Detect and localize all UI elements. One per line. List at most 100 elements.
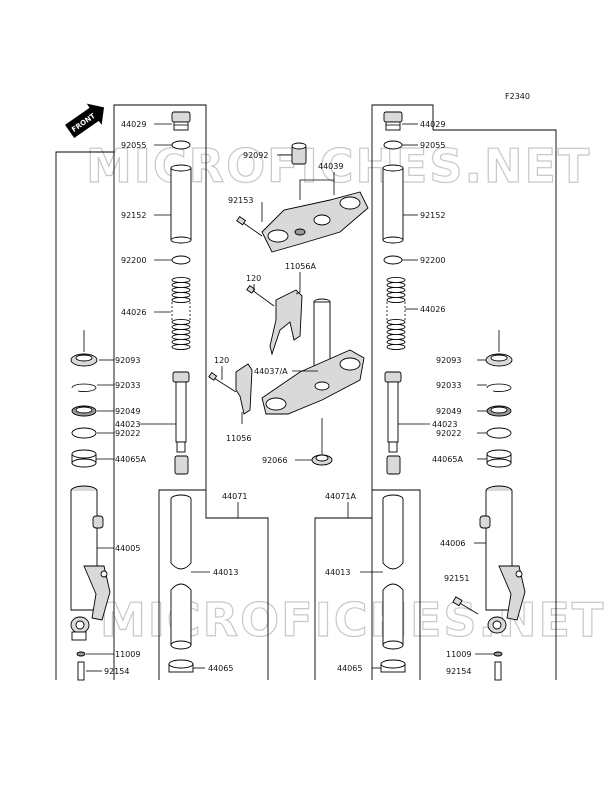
spring-coil <box>171 276 191 284</box>
callout-92093-right: 92093 <box>436 356 461 365</box>
slide-bushing-left <box>168 659 194 673</box>
inner-tube-right <box>382 494 404 650</box>
callout-11056A: 11056A <box>285 262 316 271</box>
callout-44065A-right: 44065A <box>432 455 463 464</box>
callout-44065-left: 44065 <box>208 664 233 673</box>
callout-92154-right: 92154 <box>446 667 471 676</box>
oil-seal-left <box>71 405 97 417</box>
o-ring-right <box>383 140 403 150</box>
o-ring-left <box>171 140 191 150</box>
callout-92092: 92092 <box>243 151 268 160</box>
fork-spring-left <box>171 276 191 351</box>
callout-44039: 44039 <box>318 162 343 171</box>
washer-left <box>171 255 191 265</box>
callout-44065-right: 44065 <box>337 664 362 673</box>
callout-labels: 44029 92055 92152 92200 44026 92093 9203… <box>104 120 471 676</box>
spring-coil <box>386 333 406 341</box>
spring-coil <box>386 338 406 346</box>
left-fork-frame <box>113 104 269 680</box>
right-fork-frame <box>371 104 434 680</box>
upper-fork-bracket <box>261 191 369 253</box>
watermark-top: MICROFICHES.NET <box>86 139 591 193</box>
fork-cap-bolt-left <box>171 111 191 131</box>
callout-92055-right: 92055 <box>420 141 445 150</box>
spring-coil <box>386 281 406 289</box>
callout-11056: 11056 <box>226 434 251 443</box>
callout-44023-left: 44023 <box>115 420 140 429</box>
callout-44071: 44071 <box>222 492 247 501</box>
callout-44026-right: 44026 <box>420 305 445 314</box>
spring-coil <box>386 291 406 299</box>
callout-44026-left: 44026 <box>121 308 146 317</box>
spring-coil <box>171 343 191 351</box>
bracket-11056A <box>269 289 303 356</box>
collar <box>291 142 307 165</box>
callout-11009-left: 11009 <box>115 650 140 659</box>
guide-bushing-right <box>486 449 512 468</box>
slide-bushing-right <box>380 659 406 673</box>
spring-coil <box>171 281 191 289</box>
front-direction-icon: FRONT <box>65 103 105 139</box>
spring-coil <box>171 286 191 294</box>
callout-44071A: 44071A <box>325 492 356 501</box>
spring-coil <box>386 276 406 284</box>
snap-ring-left <box>71 383 97 392</box>
callout-92033-left: 92033 <box>115 381 140 390</box>
drain-gasket-left <box>76 651 86 681</box>
spring-coil <box>171 338 191 346</box>
spring-coil <box>386 296 406 304</box>
spring-coil <box>171 328 191 336</box>
spacer-tube-left <box>170 164 192 244</box>
spring-coil <box>171 323 191 331</box>
callout-92049-left: 92049 <box>115 407 140 416</box>
seal-washer-right <box>486 427 512 439</box>
spring-coil <box>171 333 191 341</box>
spring-coil <box>386 343 406 351</box>
callout-120-upper: 120 <box>246 274 261 283</box>
spring-coil <box>171 291 191 299</box>
stem-nut <box>311 454 333 466</box>
spacer-tube-right <box>382 164 404 244</box>
dust-seal-left <box>70 353 98 367</box>
callout-44013-right: 44013 <box>325 568 350 577</box>
callout-92055-left: 92055 <box>121 141 146 150</box>
callout-44037A: 44037/A <box>254 367 288 376</box>
callout-92152-left: 92152 <box>121 211 146 220</box>
guide-bushing-left <box>71 449 97 468</box>
caliper-bolt-92151 <box>452 596 479 615</box>
callout-44029-right: 44029 <box>420 120 445 129</box>
callout-92049-right: 92049 <box>436 407 461 416</box>
callout-44006: 44006 <box>440 539 465 548</box>
spring-coil <box>171 296 191 304</box>
leader-lines <box>86 123 494 672</box>
outer-tube-left <box>70 485 111 641</box>
callout-92154-left: 92154 <box>104 667 129 676</box>
callout-120-lower: 120 <box>214 356 229 365</box>
callout-44023-right: 44023 <box>432 420 457 429</box>
steering-stem-lower-bracket <box>261 298 365 415</box>
callout-44029-left: 44029 <box>121 120 146 129</box>
callout-92200-left: 92200 <box>121 256 146 265</box>
oil-seal-right <box>486 405 512 417</box>
callout-11009-right: 11009 <box>446 650 471 659</box>
callout-92153: 92153 <box>228 196 253 205</box>
snap-ring-right <box>486 383 512 392</box>
callout-92093-left: 92093 <box>115 356 140 365</box>
spring-coil <box>386 323 406 331</box>
callout-44065A-left: 44065A <box>115 455 146 464</box>
spring-coil <box>386 286 406 294</box>
seal-washer-left <box>71 427 97 439</box>
fork-spring-right <box>386 276 406 351</box>
washer-right <box>383 255 403 265</box>
callout-92022-right: 92022 <box>436 429 461 438</box>
callout-92066: 92066 <box>262 456 287 465</box>
callout-44005: 44005 <box>115 544 140 553</box>
damper-rod-left <box>172 371 190 475</box>
damper-rod-right <box>384 371 402 475</box>
callout-44013-left: 44013 <box>213 568 238 577</box>
bolt-120-lower <box>208 372 237 393</box>
dust-seal-right <box>485 353 513 367</box>
spring-coil <box>386 328 406 336</box>
callout-92152-right: 92152 <box>420 211 445 220</box>
